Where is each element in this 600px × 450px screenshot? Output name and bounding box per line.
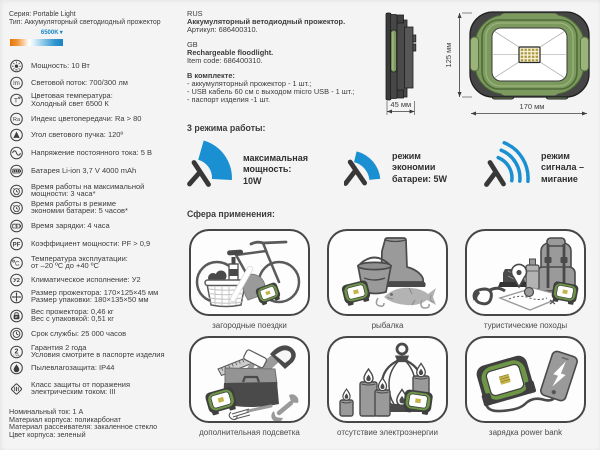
svg-text:C: C bbox=[15, 260, 20, 267]
svg-text:lm: lm bbox=[13, 80, 20, 87]
svg-text:T: T bbox=[14, 98, 18, 105]
svg-text:170 мм: 170 мм bbox=[520, 102, 545, 111]
svg-text:КГ: КГ bbox=[15, 315, 19, 319]
svg-text:2: 2 bbox=[15, 348, 19, 355]
svg-text:PF: PF bbox=[13, 242, 21, 248]
svg-text:ГОДА: ГОДА bbox=[14, 353, 20, 356]
svg-text:45 мм: 45 мм bbox=[390, 100, 411, 109]
svg-text:125 мм: 125 мм bbox=[444, 43, 453, 68]
svg-text:Ra: Ra bbox=[13, 117, 21, 123]
svg-text:У2: У2 bbox=[13, 278, 20, 284]
